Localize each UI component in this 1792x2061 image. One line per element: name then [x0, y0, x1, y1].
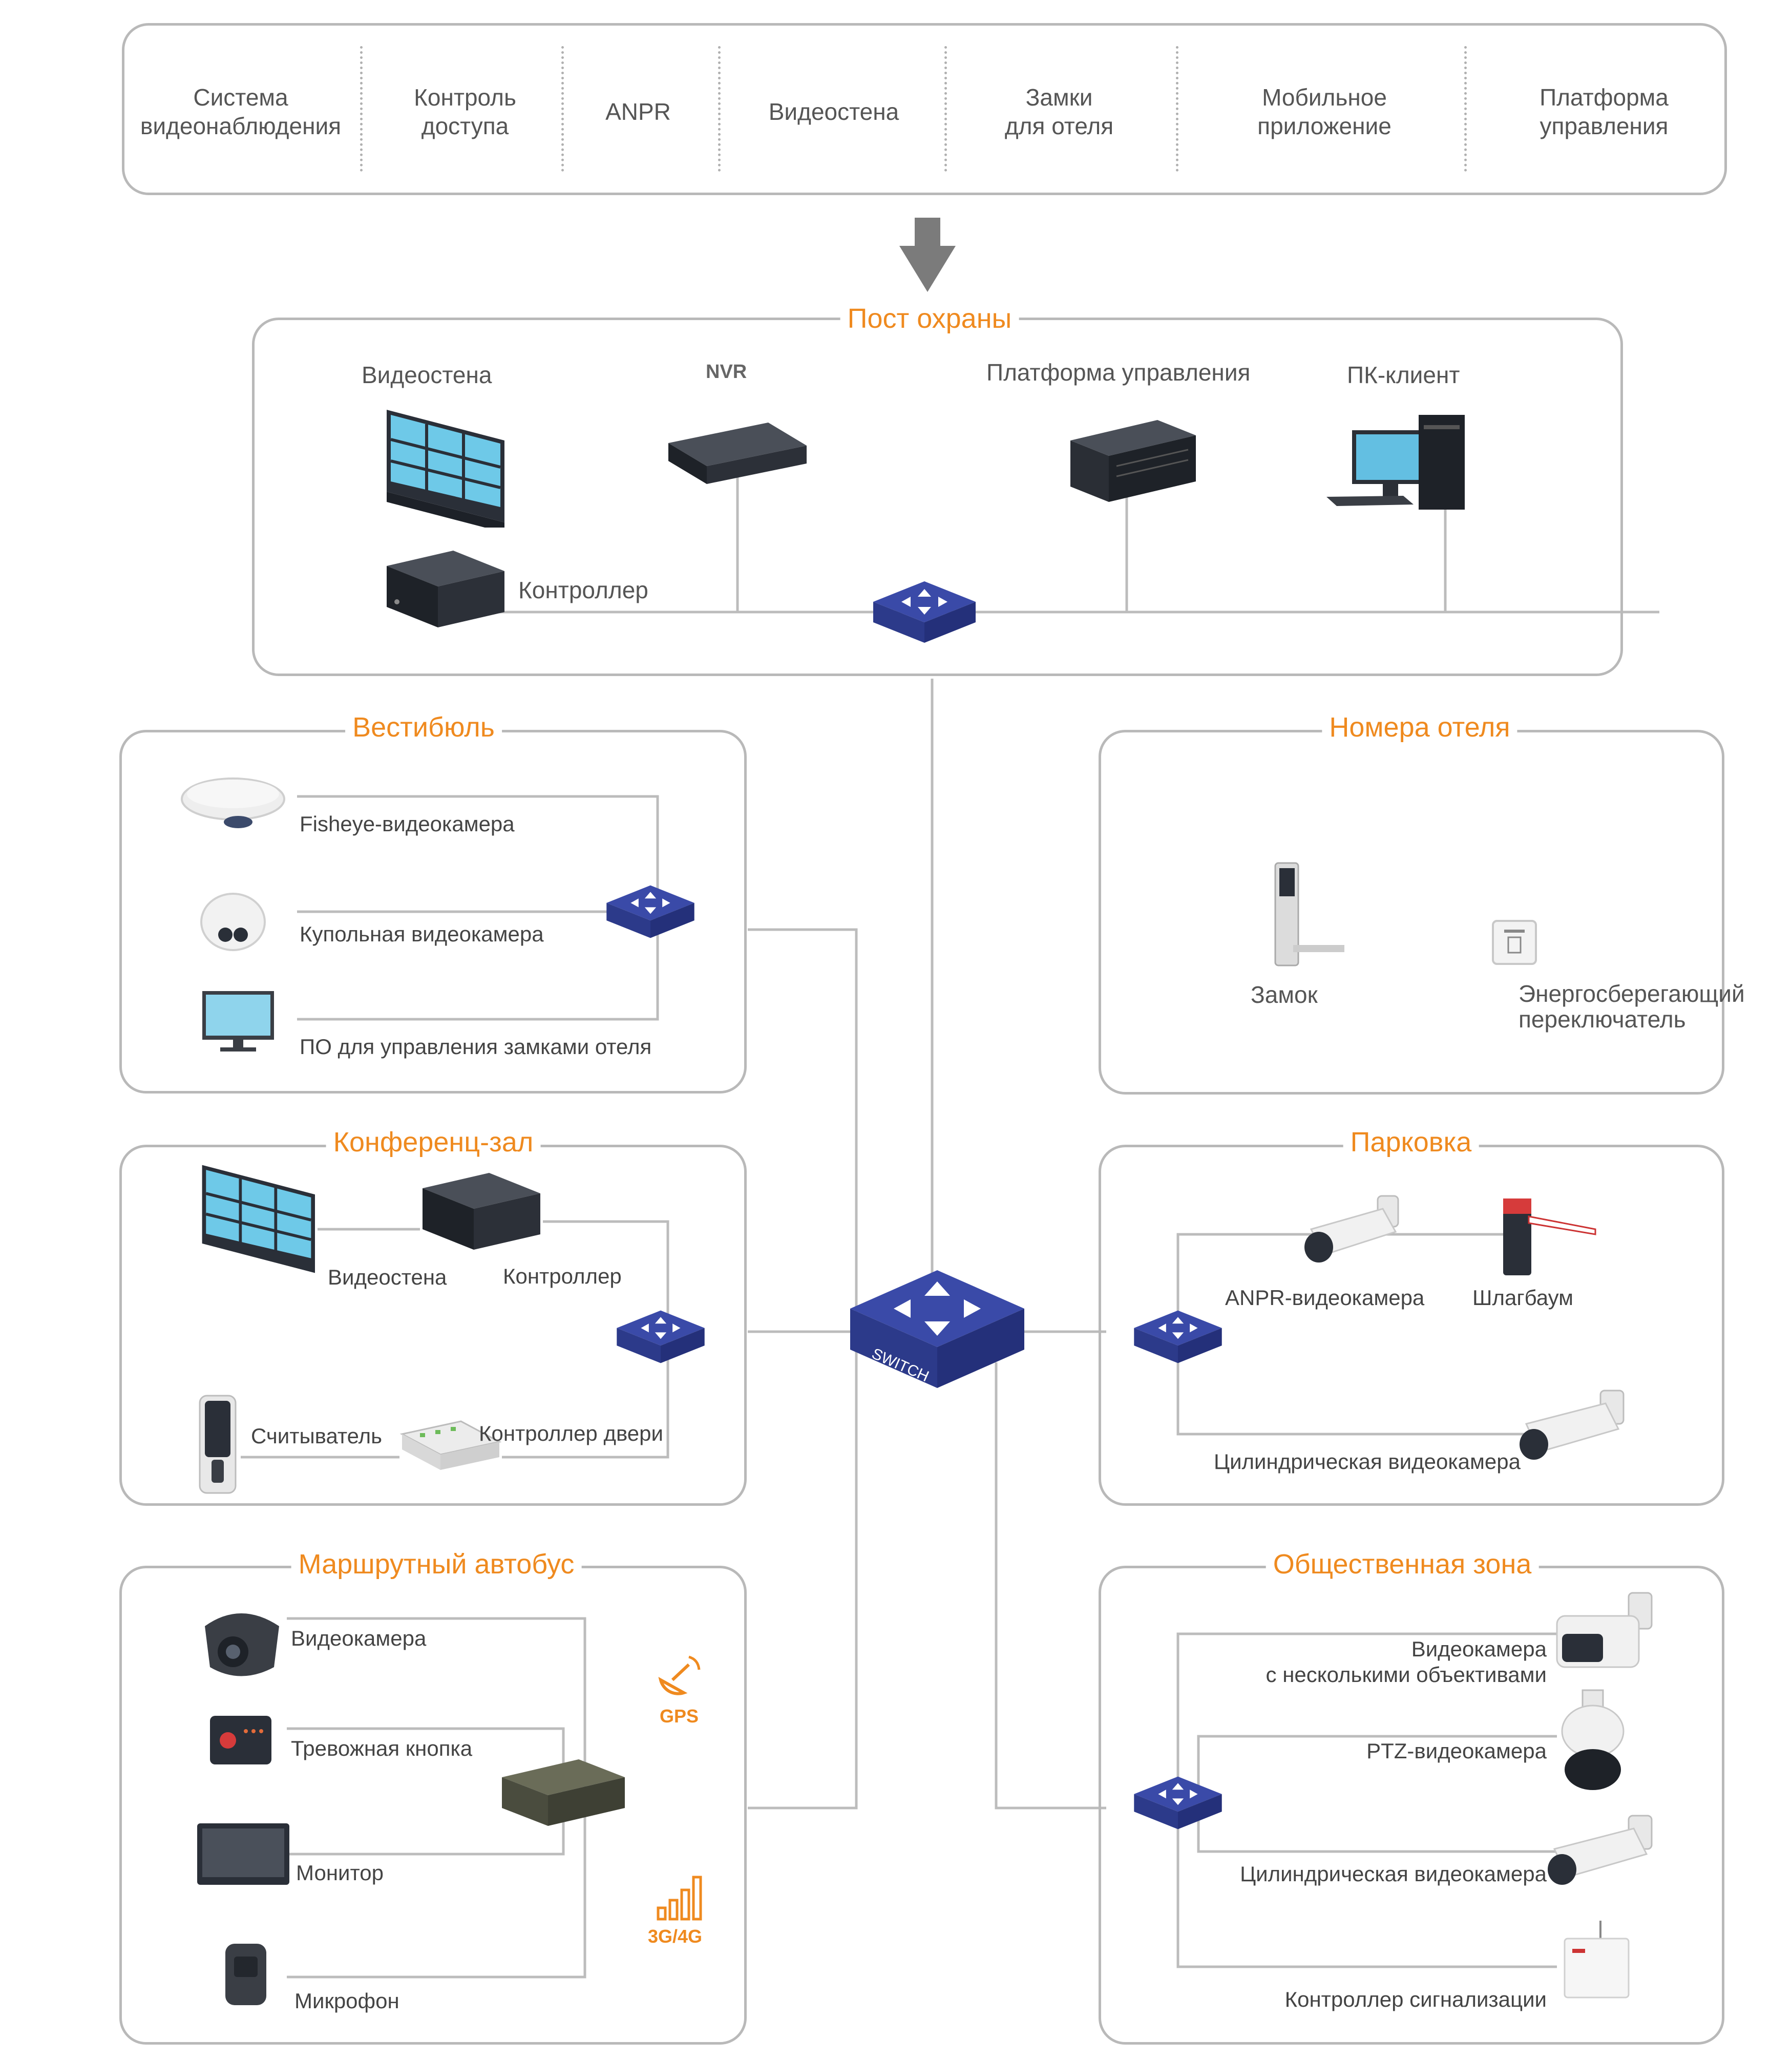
mobile-dvr-icon: [502, 1759, 625, 1826]
separator: [1176, 46, 1178, 172]
platform-label: Платформа управления: [986, 359, 1251, 386]
alarm-controller-label: Контроллер сигнализации: [1284, 1987, 1547, 2011]
switch-icon: [617, 1310, 705, 1363]
anpr-camera-label: ANPR-видеокамера: [1225, 1286, 1425, 1310]
lobby-title: Вестибюль: [345, 711, 502, 743]
switch-icon: [606, 885, 694, 938]
public-bullet-camera-label: Цилиндрическая видеокамера: [1240, 1862, 1547, 1886]
conference-title: Конференц-зал: [326, 1126, 541, 1158]
switch-icon: [1134, 1776, 1222, 1829]
gps-label: GPS: [660, 1706, 699, 1727]
conference-videowall-label: Видеостена: [328, 1265, 447, 1289]
systems-bar: [122, 23, 1727, 195]
microphone-icon: [225, 1944, 266, 2005]
core-switch-icon: SWITCH: [850, 1270, 1024, 1388]
pc-client-icon: [1326, 415, 1465, 510]
hotel-rooms-group: [1099, 730, 1724, 1095]
energy-switch-icon: [1492, 920, 1537, 965]
anpr-camera-icon: [1304, 1195, 1399, 1263]
controller-icon: [423, 1173, 540, 1250]
nvr-icon: [668, 423, 807, 484]
panic-button-icon: [210, 1716, 271, 1764]
barrier-icon: [1503, 1198, 1596, 1275]
monitor-icon: [202, 991, 274, 1051]
videowall-icon: [202, 1165, 315, 1273]
bus-monitor-icon: [197, 1823, 289, 1885]
bus-camera-label: Видеокамера: [291, 1626, 427, 1650]
reader-label: Считыватель: [251, 1424, 383, 1448]
ptz-camera-label: PTZ-видеокамера: [1366, 1739, 1547, 1763]
security-post-title: Пост охраны: [840, 303, 1019, 334]
shuttle-bus-title: Маршрутный автобус: [291, 1548, 582, 1580]
multi-lens-camera-icon: [1556, 1592, 1653, 1668]
fisheye-camera-label: Fisheye-видеокамера: [300, 812, 515, 836]
dome-camera-icon: [200, 893, 266, 951]
door-controller-icon: [399, 1420, 502, 1470]
controller-label: Контроллер: [518, 577, 648, 603]
public-area-title: Общественная зона: [1266, 1548, 1539, 1580]
switch-icon: [1134, 1310, 1222, 1363]
microphone-label: Микрофон: [294, 1989, 399, 2013]
card-reader-icon: [199, 1395, 237, 1494]
cellular-signal-icon: [657, 1876, 702, 1921]
gps-icon: [658, 1655, 701, 1695]
parking-bullet-camera-label: Цилиндрическая видеокамера: [1214, 1449, 1521, 1474]
public-bullet-camera-icon: [1548, 1815, 1653, 1885]
pc-client-label: ПК-клиент: [1347, 362, 1460, 388]
separator: [1464, 46, 1467, 172]
monitor-label: Монитор: [296, 1861, 384, 1885]
panic-button-label: Тревожная кнопка: [291, 1736, 473, 1760]
bullet-camera-icon: [1520, 1390, 1625, 1460]
separator: [718, 46, 721, 172]
controller-icon: [387, 551, 504, 627]
cellular-label: 3G/4G: [648, 1926, 703, 1947]
separator: [944, 46, 947, 172]
parking-title: Парковка: [1343, 1126, 1479, 1158]
dome-camera-label: Купольная видеокамера: [300, 922, 544, 946]
separator: [360, 46, 363, 172]
ptz-camera-icon: [1561, 1689, 1625, 1790]
fisheye-camera-icon: [181, 777, 285, 828]
barrier-label: Шлагбаум: [1472, 1286, 1574, 1310]
nvr-label: NVR: [706, 361, 747, 383]
platform-server-icon: [1070, 420, 1196, 502]
door-controller-label: Контроллер двери: [479, 1421, 663, 1445]
hotel-rooms-title: Номера отеля: [1322, 711, 1517, 743]
videowall-icon: [387, 410, 504, 528]
bus-camera-icon: [205, 1613, 279, 1676]
top-item-anpr: ANPR: [605, 98, 671, 125]
alarm-controller-icon: [1564, 1921, 1630, 1999]
videowall-label: Видеостена: [362, 362, 492, 388]
separator: [561, 46, 564, 172]
top-item-videowall: Видеостена: [768, 98, 899, 125]
lock-software-label: ПО для управления замками отеля: [300, 1035, 652, 1059]
switch-icon: [873, 581, 976, 643]
lock-label: Замок: [1251, 981, 1318, 1008]
door-lock-icon: [1274, 862, 1344, 966]
conference-controller-label: Контроллер: [503, 1264, 622, 1288]
